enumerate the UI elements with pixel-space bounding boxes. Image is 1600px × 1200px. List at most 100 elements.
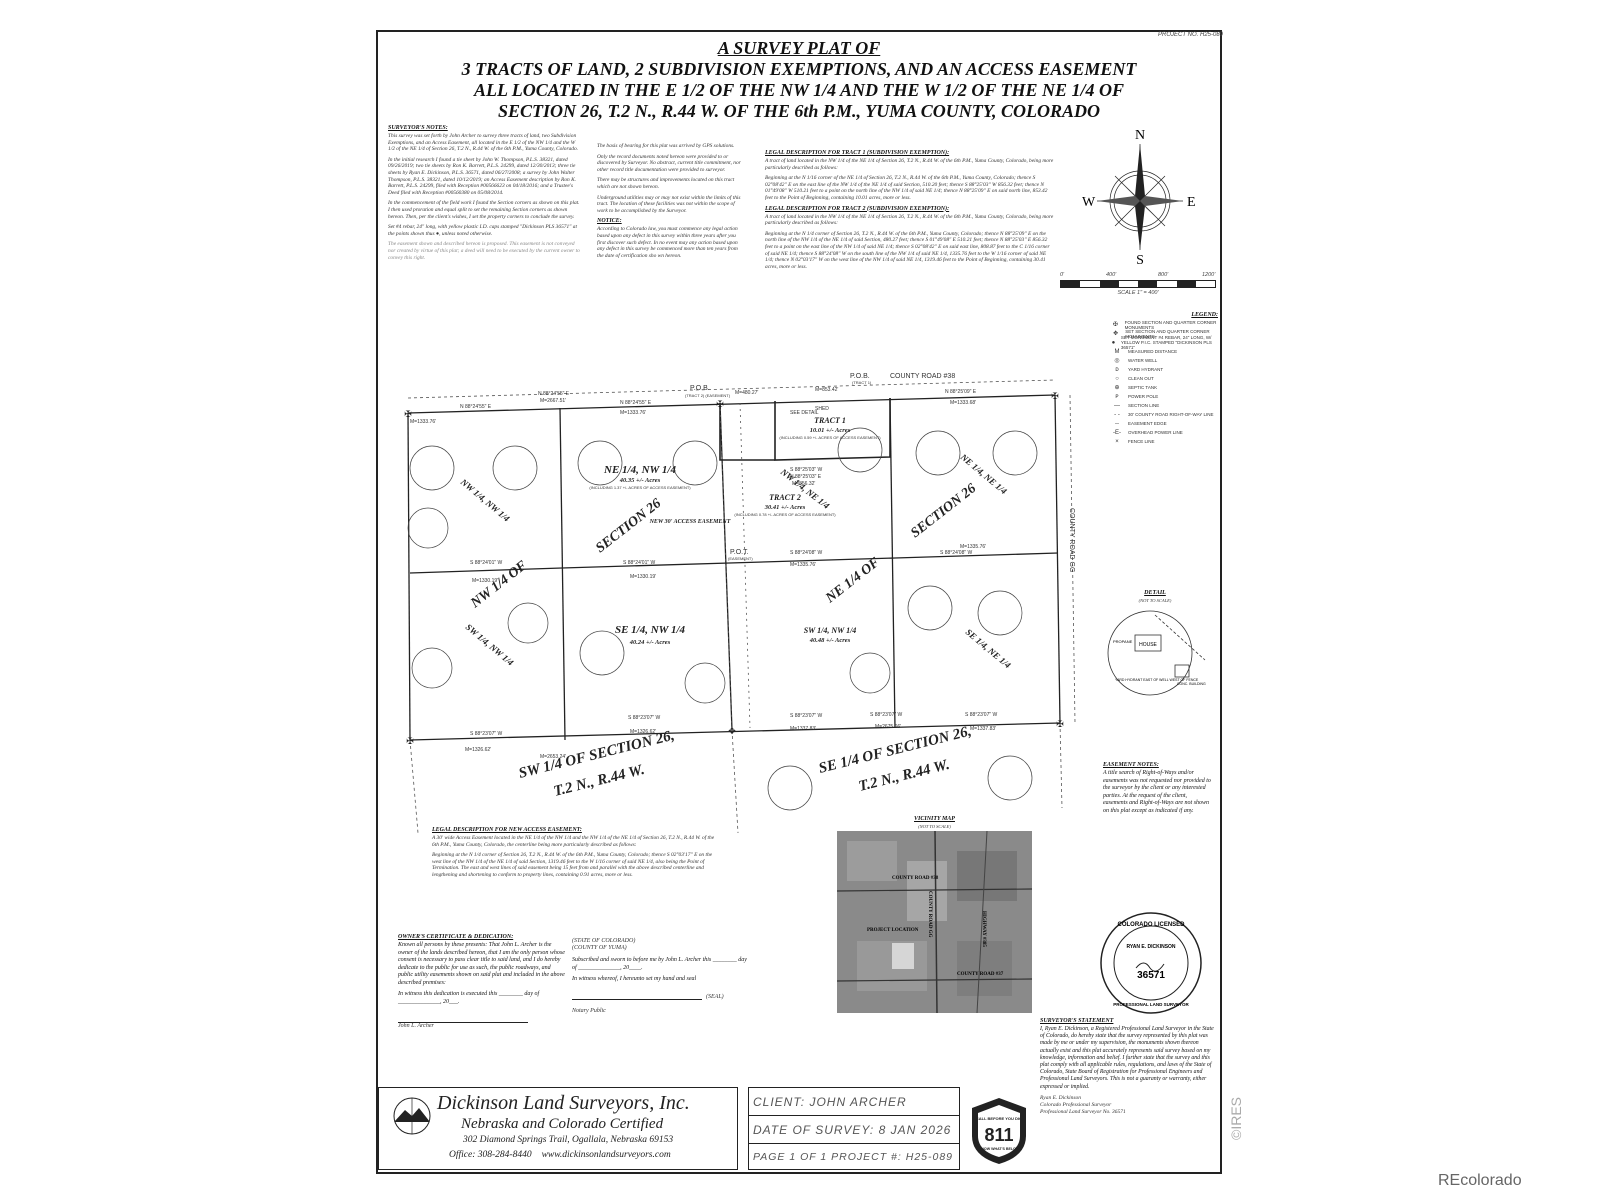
- quarter-line-ew: [561, 557, 896, 569]
- pot-label: P.O.T.: [730, 549, 749, 556]
- tract1-label: TRACT 1: [814, 416, 846, 425]
- se-nw-label: SE 1/4, NW 1/4: [615, 624, 686, 636]
- ne-nw-acres: 40.35 +/- Acres: [619, 477, 661, 484]
- distance: M=1337.83': [970, 726, 996, 732]
- bearing: N 88°24'55" E: [620, 400, 652, 406]
- legend-item: — SECTION LINE: [1110, 401, 1218, 410]
- legend-item: - -30' COUNTY ROAD RIGHT-OF-WAY LINE: [1110, 410, 1218, 419]
- scale-label: SCALE 1" = 400': [1117, 290, 1159, 296]
- pob-tract2: P.O.B.: [690, 385, 710, 392]
- legend-symbol-icon: ✥: [1113, 331, 1119, 337]
- distance: M=2653.24': [540, 754, 566, 760]
- compass-n: N: [1135, 128, 1145, 143]
- distance: M=1333.76': [410, 419, 436, 425]
- title-block-info: CLIENT: JOHN ARCHER DATE OF SURVEY: 8 JA…: [748, 1087, 960, 1170]
- surveyors-notes: SURVEYOR'S NOTES: This survey was set fo…: [388, 125, 580, 265]
- legend-symbol-icon: M: [1114, 348, 1120, 355]
- easement-notes-text: A title search of Right-of-Ways and/or e…: [1103, 770, 1211, 814]
- legend-text: SECTION LINE: [1128, 403, 1160, 408]
- surveyor-statement-text: I, Ryan E. Dickinson, a Registered Profe…: [1040, 1026, 1214, 1090]
- legend-symbol-icon: —: [1114, 402, 1120, 409]
- legend-item: ◎WATER WELL: [1110, 356, 1218, 365]
- plat-border: [376, 30, 1222, 1174]
- legend-symbol-icon: ᴅ: [1115, 366, 1119, 373]
- bearing: N 88°25'03" E: [790, 474, 822, 480]
- bearing: S 88°23'07" W: [965, 712, 998, 718]
- pob-tract2-sub: (TRACT 2) (EASEMENT): [685, 393, 731, 398]
- shed-label: SHED: [815, 406, 829, 412]
- note-paragraph: Underground utilities may or may not exi…: [597, 194, 741, 214]
- call-811-number: 811: [984, 1125, 1013, 1145]
- legend-text: WATER WELL: [1128, 358, 1158, 363]
- vicinity-heading: VICINITY MAP: [914, 816, 955, 822]
- legend-symbol-icon: ○: [1115, 375, 1119, 382]
- sw-ne-acres: 40.48 +/- Acres: [809, 637, 851, 644]
- vicinity-sub: (NOT TO SCALE): [918, 824, 951, 829]
- legend-symbol-icon: ᴘ: [1115, 393, 1119, 400]
- legend-text: 30' COUNTY ROAD RIGHT-OF-WAY LINE: [1128, 412, 1214, 417]
- tract1-incl: (INCLUDING 0.59 +/- ACRES OF ACCESS EASE…: [779, 435, 881, 440]
- legend-text: FOUND SECTION AND QUARTER CORNER MONUMEN…: [1124, 319, 1217, 330]
- note-paragraph: In the commencement of the field work I …: [388, 200, 580, 220]
- section-corner-icon: ✠: [1056, 720, 1064, 730]
- legend-item: ✠FOUND SECTION AND QUARTER CORNER MONUME…: [1110, 319, 1218, 330]
- surveyor-statement-heading: SURVEYOR'S STATEMENT: [1040, 1018, 1114, 1024]
- plat-map: ✠ ✠ ✠ ✠ ✠ ✥ COUNTY ROAD #38 COUNTY ROAD …: [404, 373, 1076, 834]
- bearing: S 88°24'08" W: [940, 550, 973, 556]
- access-easement-para: A 30' wide Access Easement located in th…: [432, 835, 715, 848]
- notice-heading: NOTICE:: [597, 218, 622, 225]
- distance: M=853.42': [815, 387, 838, 393]
- bearing: S 88°25'03" W: [790, 467, 823, 473]
- distance: M=856.32': [792, 481, 815, 487]
- legend-item: ○CLEAN OUT: [1110, 374, 1218, 383]
- bearing: S 88°23'07" W: [470, 731, 503, 737]
- surveyor-signature-title: Colorado Professional Surveyor: [1040, 1101, 1112, 1108]
- vicinity-aerial: COUNTY ROAD #38 PROJECT LOCATION COUNTY …: [837, 830, 1032, 1013]
- signature-mark: [1135, 962, 1165, 972]
- ne-nw-incl: (INCLUDING 1.37 +/- ACRES OF ACCESS EASE…: [589, 485, 691, 490]
- vicinity-hwy: HIGHWAY #385: [981, 911, 986, 947]
- bearing: S 88°23'07" W: [870, 712, 903, 718]
- notary-sworn: Subscribed and sworn to before me by Joh…: [572, 957, 747, 971]
- seal-number: 36571: [1137, 970, 1165, 981]
- note-paragraph: In the initial research I found a tie sh…: [388, 156, 577, 196]
- distance: M=1335.76': [960, 544, 986, 550]
- county-road-38: COUNTY ROAD #38: [890, 373, 955, 380]
- distance: M=1335.76': [790, 562, 816, 568]
- legend-item: -E-OVERHEAD POWER LINE: [1110, 428, 1218, 437]
- bearing: N 88°25'09" E: [945, 389, 977, 395]
- owner-signature: John L. Archer: [398, 1023, 434, 1029]
- legend-text: EASEMENT EDGE: [1128, 421, 1167, 426]
- vicinity-crgg: COUNTY ROAD GG: [927, 891, 932, 938]
- section-line-north: [407, 394, 1056, 414]
- basis-notes: The basis of bearing for this plat was a…: [597, 143, 745, 263]
- tract-descriptions: LEGAL DESCRIPTION FOR TRACT 1 (SUBDIVISI…: [765, 150, 1055, 274]
- legend-text: FENCE LINE: [1128, 439, 1155, 444]
- detail-propane: PROPANE: [1113, 639, 1133, 644]
- call-811-top: CALL BEFORE YOU DIG: [976, 1116, 1022, 1121]
- scale-tick-800: 800': [1158, 272, 1169, 278]
- distance: M=2675.66': [875, 724, 901, 730]
- legend-text: SEPTIC TANK: [1128, 385, 1158, 390]
- firm-phone: Office: 308-284-8440: [449, 1150, 532, 1160]
- firm-address: 302 Diamond Springs Trail, Ogallala, Neb…: [463, 1135, 674, 1145]
- legend-item: ●SET MONUMENT #4 REBAR, 24" LONG, W/ YEL…: [1110, 335, 1218, 350]
- surveyor-statement: SURVEYOR'S STATEMENT I, Ryan E. Dickinso…: [1040, 1018, 1216, 1116]
- notary-county: (COUNTY OF YUMA): [572, 944, 627, 951]
- scale-tick-0: 0': [1060, 272, 1065, 278]
- quarter-line-west: [409, 567, 563, 574]
- section-line-west: [407, 412, 411, 741]
- legend-symbol-icon: --: [1115, 420, 1119, 427]
- project-number: PROJECT NO. H25-089: [1158, 32, 1224, 38]
- easement-notes-heading: EASEMENT NOTES:: [1103, 762, 1159, 768]
- bearing: S 88°24'08" W: [790, 550, 823, 556]
- firm-name: Dickinson Land Surveyors, Inc.: [437, 1092, 690, 1114]
- sixteenth-line-west: [559, 407, 566, 741]
- see-detail: SEE DETAIL: [790, 410, 819, 416]
- surveyor-signature-name: Ryan E. Dickinson: [1040, 1094, 1081, 1101]
- pob-tract1-sub: (TRACT 1): [852, 380, 872, 385]
- note-paragraph: Set #4 rebar, 24" long, with yellow plas…: [388, 224, 577, 237]
- distance: M=1330.19': [630, 574, 656, 580]
- legend-symbol-icon: -E-: [1113, 429, 1121, 436]
